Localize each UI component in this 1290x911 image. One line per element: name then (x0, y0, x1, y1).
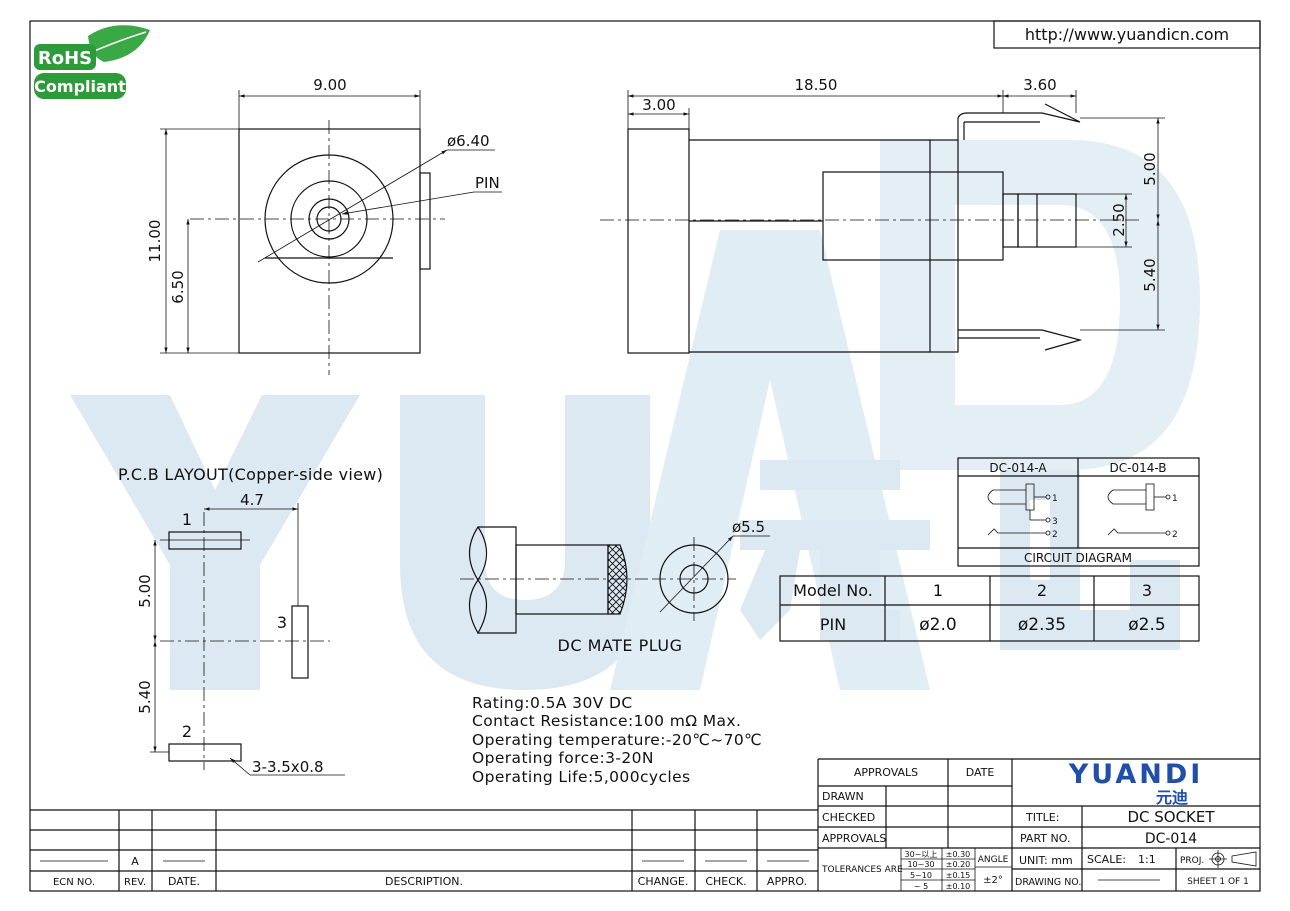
spec-list: Rating:0.5A 30V DC Contact Resistance:10… (472, 694, 762, 786)
tol-range-4: ~ 5 (914, 882, 928, 891)
rev-header-check: CHECK. (705, 875, 746, 888)
tb-tolerances: TOLERANCES ARE (821, 865, 903, 875)
tb-approvals: APPROVALS (854, 766, 918, 779)
pin-table-cell-3: ø2.5 (1128, 615, 1165, 635)
pin-table-cell-2: ø2.35 (1018, 615, 1066, 635)
b-pin2: 2 (1172, 530, 1178, 540)
spec-rating: Rating:0.5A 30V DC (472, 694, 633, 712)
pcb-slot-dim: 3-3.5x0.8 (252, 758, 324, 776)
tb-title-value: DC SOCKET (1127, 808, 1215, 826)
rohs-line2: Compliant (34, 77, 126, 96)
tb-angle-value: ±2° (983, 875, 1003, 886)
side-length-dim: 18.50 (795, 76, 838, 94)
brand-logo: YUANDI (1068, 759, 1204, 790)
spec-force: Operating force:3-20N (472, 749, 654, 767)
side-view: 18.50 3.00 3.60 5.00 5.40 2.50 (600, 76, 1165, 354)
tol-value-3: ±0.15 (946, 871, 971, 880)
rohs-line1: RoHS (38, 48, 92, 69)
rev-header-change: CHANGE. (638, 875, 689, 888)
pin-dia-dim: 2.50 (1110, 203, 1128, 236)
projection-symbol-icon (1209, 850, 1257, 868)
tb-scale-value: 1:1 (1138, 853, 1156, 866)
rev-value: A (131, 855, 139, 868)
rev-header-ecn: ECN NO. (53, 877, 95, 888)
tol-value-1: ±0.30 (946, 850, 971, 859)
tb-scale-label: SCALE: (1087, 853, 1126, 866)
circuit-caption: CIRCUIT DIAGRAM (1024, 551, 1132, 565)
revision-table: A ECN NO. REV. DATE. DESCRIPTION. CHANGE… (30, 759, 819, 891)
rev-header-appro: APPRO. (767, 875, 807, 888)
tol-range-1: 30~以上 (905, 850, 938, 859)
plug-label: DC MATE PLUG (558, 636, 683, 655)
pin-table-row-label: PIN (820, 615, 846, 634)
tb-part-label: PART NO. (1020, 832, 1070, 845)
side-bottom-dim: 5.40 (1141, 258, 1159, 291)
tb-proj: PROJ. (1180, 856, 1204, 866)
spec-temperature: Operating temperature:-20℃~70℃ (472, 731, 762, 749)
a-pin2: 2 (1052, 530, 1058, 540)
tol-value-2: ±0.20 (946, 860, 971, 869)
front-height-dim: 11.00 (146, 220, 164, 263)
pin-table-header-3: 3 (1142, 581, 1152, 600)
rev-header-date: DATE. (168, 875, 200, 888)
pin-table-header-1: 1 (933, 581, 943, 600)
tb-drawn: DRAWN (822, 790, 864, 803)
front-width-dim: 9.00 (313, 76, 346, 94)
tol-range-3: 5~10 (910, 871, 932, 880)
side-top-dim: 5.00 (1141, 152, 1159, 185)
spec-life: Operating Life:5,000cycles (472, 768, 690, 786)
pin-table-header-model: Model No. (793, 581, 873, 600)
front-center-dim: 6.50 (169, 270, 187, 303)
pcb-layout: P.C.B LAYOUT(Copper-side view) 1 2 3 4.7… (118, 465, 383, 776)
tb-date: DATE (966, 766, 995, 779)
tol-range-2: 10~30 (907, 860, 934, 869)
pcb-bottom-dim: 5.40 (136, 680, 154, 713)
rev-header-rev: REV. (124, 877, 146, 888)
tb-approvals2: APPROVALS (822, 832, 886, 845)
tb-title-label: TITLE: (1025, 811, 1059, 824)
tb-angle: ANGLE (978, 855, 1009, 865)
a-pin3: 3 (1052, 517, 1058, 527)
tb-unit: UNIT: mm (1019, 854, 1073, 867)
a-pin1: 1 (1052, 494, 1058, 504)
pin-table-header-2: 2 (1037, 581, 1047, 600)
variant-a-label: DC-014-A (989, 461, 1047, 475)
tb-drawing-no: DRAWING NO. (1015, 877, 1081, 888)
sheet-border (29, 20, 1261, 892)
pcb-title: P.C.B LAYOUT(Copper-side view) (118, 465, 383, 484)
b-pin1: 1 (1172, 494, 1178, 504)
tb-checked: CHECKED (822, 811, 875, 824)
pcb-x-dim: 4.7 (240, 491, 264, 509)
tb-sheet: SHEET 1 OF 1 (1187, 877, 1249, 887)
url-box (993, 20, 1261, 49)
spec-resistance: Contact Resistance:100 mΩ Max. (472, 712, 741, 730)
dc-mate-plug: ø5.5 DC MATE PLUG (460, 518, 770, 655)
pin-table-cell-1: ø2.0 (919, 615, 956, 635)
pin-label: PIN (475, 174, 500, 192)
tol-value-4: ±0.10 (946, 882, 971, 891)
hole-dia-dim: ø6.40 (447, 132, 490, 150)
title-block: APPROVALS DATE DRAWN CHECKED APPROVALS T… (818, 758, 1260, 891)
rohs-badge: RoHS Compliant (34, 25, 150, 99)
circuit-diagram: DC-014-A DC-014-B CIRCUIT DIAGRAM 1 3 2 … (957, 457, 1200, 567)
side-front-dim: 3.00 (642, 96, 675, 114)
pcb-top-dim: 5.00 (136, 574, 154, 607)
pad-3-label: 3 (277, 613, 287, 632)
rev-header-description: DESCRIPTION. (385, 875, 463, 888)
pin-table: Model No. 1 2 3 PIN ø2.0 ø2.35 ø2.5 (779, 575, 1200, 642)
pad-1-label: 1 (182, 510, 192, 529)
variant-b-label: DC-014-B (1110, 461, 1167, 475)
plug-dia-dim: ø5.5 (732, 518, 765, 536)
url-text[interactable]: http://www.yuandicn.com (1025, 25, 1229, 44)
tb-part-value: DC-014 (1145, 831, 1197, 847)
front-view: 9.00 11.00 6.50 ø6.40 PIN (146, 76, 502, 375)
pad-2-label: 2 (182, 722, 192, 741)
brand-cn: 元迪 (1156, 788, 1188, 807)
pin-pitch-dim: 3.60 (1023, 76, 1056, 94)
